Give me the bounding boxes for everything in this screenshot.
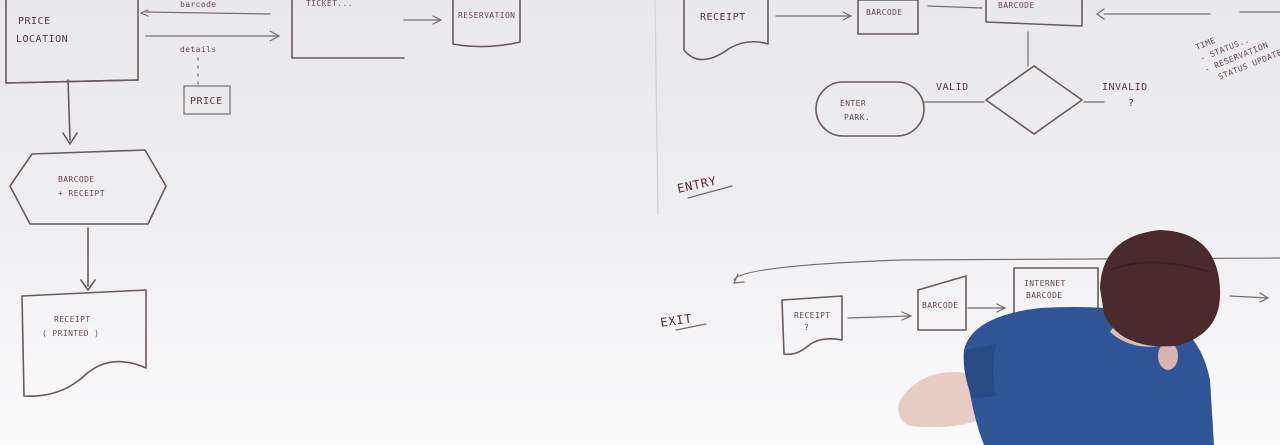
barcode-receipt-label-1: BARCODE — [58, 175, 95, 184]
person-beanie — [1100, 230, 1221, 347]
price-box-label: PRICE — [190, 96, 223, 107]
barcode-right-box — [985, 0, 1083, 27]
barcode-receipt-shape — [9, 149, 167, 225]
barcode-right-label: BARCODE — [998, 1, 1035, 10]
barcode-receipt-label-2: + RECEIPT — [58, 189, 105, 198]
park-label: PARK. — [844, 113, 870, 122]
location-label: LOCATION — [16, 34, 68, 45]
barcode-mid-box — [857, 0, 919, 35]
validation-diamond — [985, 65, 1083, 135]
flow-arrow-1 — [67, 79, 71, 141]
invalid-question: ? — [1128, 98, 1135, 109]
receipt-top-doc — [683, 0, 769, 61]
enter-park-terminator — [815, 81, 925, 137]
ticket-box — [291, 0, 405, 59]
enter-label: ENTER — [840, 99, 866, 108]
exit-label: EXIT — [659, 311, 693, 329]
details-label: details — [180, 45, 217, 54]
receipt-exit-doc — [781, 295, 843, 356]
invalid-label: INVALID — [1102, 82, 1148, 93]
internet-label: INTERNET — [1024, 279, 1066, 288]
internet-barcode-label: BARCODE — [1026, 291, 1063, 300]
valid-label: VALID — [936, 82, 969, 93]
receipt-exit-label: RECEIPT — [794, 311, 831, 320]
ticket-label: TICKET... — [306, 0, 353, 8]
receipt-printed-label-1: RECEIPT — [54, 315, 91, 324]
barcode-exit-box — [917, 275, 967, 331]
person-writing — [898, 230, 1221, 445]
receipt-printed-doc — [21, 289, 147, 397]
receipt-printed-label-2: ( PRINTED ) — [42, 329, 99, 338]
person-hand — [1158, 342, 1178, 370]
reservation-box — [452, 0, 521, 48]
price-location-box — [5, 0, 139, 84]
barcode-mid-label: BARCODE — [866, 8, 903, 17]
price-label: PRICE — [18, 16, 51, 27]
receipt-top-label: RECEIPT — [700, 12, 746, 23]
barcode-top-label: barcode — [180, 0, 217, 9]
price-box — [183, 85, 231, 115]
reservation-label: RESERVATION — [458, 11, 515, 20]
barcode-arrow — [145, 11, 271, 15]
person-arm — [898, 371, 980, 428]
barcode-exit-label: BARCODE — [922, 301, 959, 310]
receipt-exit-question: ? — [804, 323, 809, 332]
entry-label: ENTRY — [676, 174, 718, 196]
